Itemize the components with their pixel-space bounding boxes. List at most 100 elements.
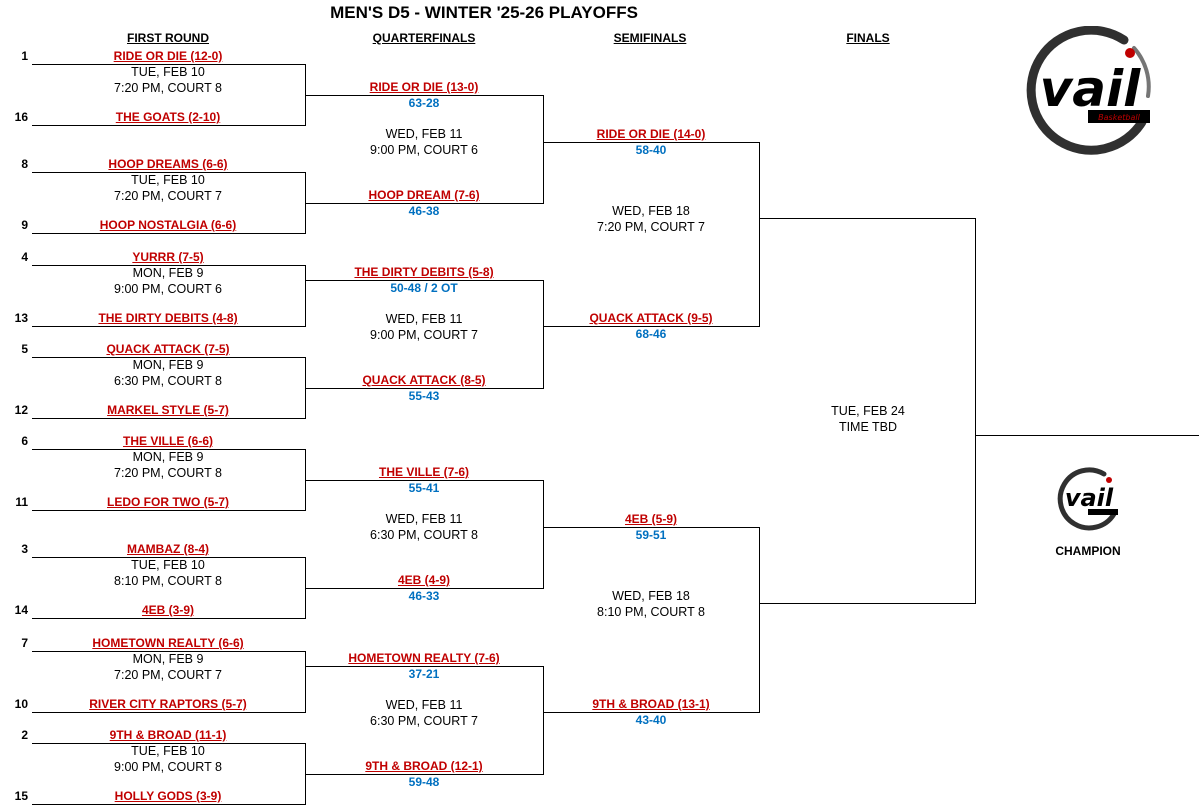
game-date: WED, FEB 11 bbox=[385, 512, 463, 526]
bracket-line bbox=[975, 435, 1199, 436]
bracket-line bbox=[305, 666, 544, 667]
game-score: 58-40 bbox=[635, 143, 667, 157]
team-name: HOMETOWN REALTY (6-6) bbox=[92, 636, 244, 650]
bracket-line bbox=[543, 95, 544, 204]
page-title: MEN'S D5 - WINTER '25-26 PLAYOFFS bbox=[330, 3, 638, 22]
bracket-line bbox=[543, 142, 760, 143]
team-name: THE GOATS (2-10) bbox=[115, 110, 221, 124]
game-date: MON, FEB 9 bbox=[132, 358, 204, 372]
final-game-time: TIME TBD bbox=[838, 419, 898, 434]
team-name: MARKEL STYLE (5-7) bbox=[107, 403, 229, 417]
vail-logo: vail Basketball bbox=[1026, 26, 1151, 155]
game-score: 55-43 bbox=[408, 389, 440, 403]
bracket-line bbox=[32, 172, 306, 173]
seed-number: 15 bbox=[14, 789, 28, 803]
bracket-line bbox=[759, 218, 976, 219]
game-score: 55-41 bbox=[408, 481, 440, 495]
bracket-line bbox=[32, 510, 306, 511]
game-date: WED, FEB 11 bbox=[385, 698, 463, 712]
game-score: 63-28 bbox=[408, 96, 440, 110]
logo-wordmark: vail bbox=[1040, 60, 1141, 118]
bracket-line bbox=[32, 618, 306, 619]
bracket-line bbox=[543, 326, 760, 327]
team-name: QUACK ATTACK (9-5) bbox=[589, 311, 713, 325]
seed-number: 14 bbox=[14, 603, 28, 617]
header-finals: FINALS bbox=[846, 31, 890, 45]
bracket-line bbox=[32, 265, 306, 266]
game-score: 46-33 bbox=[408, 589, 440, 603]
bracket-line bbox=[305, 480, 544, 481]
game-date: WED, FEB 18 bbox=[612, 204, 690, 218]
final-game-date: TUE, FEB 24 bbox=[831, 404, 905, 418]
team-name: HOOP DREAM (7-6) bbox=[368, 188, 480, 202]
bracket-line bbox=[32, 64, 306, 65]
bracket-line bbox=[32, 743, 306, 744]
bracket-line bbox=[305, 280, 544, 281]
game-time: 9:00 PM, COURT 7 bbox=[370, 327, 478, 342]
team-name: MAMBAZ (8-4) bbox=[127, 542, 209, 556]
team-name: 4EB (3-9) bbox=[141, 603, 194, 617]
bracket-line bbox=[32, 651, 306, 652]
game-score: 43-40 bbox=[635, 713, 667, 727]
game-time: 7:20 PM, COURT 7 bbox=[114, 188, 222, 203]
game-time: 7:20 PM, COURT 8 bbox=[114, 80, 222, 95]
game-score: 50-48 / 2 OT bbox=[390, 281, 458, 295]
game-date: MON, FEB 9 bbox=[132, 266, 204, 280]
team-name: 9TH & BROAD (12-1) bbox=[365, 759, 483, 773]
team-name: RIVER CITY RAPTORS (5-7) bbox=[89, 697, 247, 711]
game-score: 37-21 bbox=[408, 667, 440, 681]
header-semifinals: SEMIFINALS bbox=[613, 31, 687, 45]
seed-number: 2 bbox=[21, 728, 28, 742]
bracket-line bbox=[975, 218, 976, 604]
game-score: 68-46 bbox=[635, 327, 667, 341]
bracket-line bbox=[32, 804, 306, 805]
team-name: LEDO FOR TWO (5-7) bbox=[107, 495, 229, 509]
game-time: 9:00 PM, COURT 6 bbox=[114, 281, 222, 296]
game-date: TUE, FEB 10 bbox=[131, 173, 205, 187]
seed-number: 3 bbox=[21, 542, 28, 556]
team-name: QUACK ATTACK (7-5) bbox=[106, 342, 230, 356]
seed-number: 8 bbox=[21, 157, 28, 171]
game-date: MON, FEB 9 bbox=[132, 450, 204, 464]
header-first-round: FIRST ROUND bbox=[127, 31, 209, 45]
seed-number: 10 bbox=[14, 697, 28, 711]
seed-number: 12 bbox=[14, 403, 28, 417]
seed-number: 4 bbox=[21, 250, 28, 264]
team-name: RIDE OR DIE (13-0) bbox=[369, 80, 479, 94]
bracket-line bbox=[543, 712, 760, 713]
bracket-line bbox=[759, 527, 760, 713]
logo-subtext: Basketball bbox=[1098, 113, 1140, 122]
bracket-line bbox=[32, 712, 306, 713]
team-name: THE VILLE (6-6) bbox=[122, 434, 213, 448]
team-name: THE DIRTY DEBITS (4-8) bbox=[98, 311, 238, 325]
game-time: 6:30 PM, COURT 8 bbox=[370, 527, 478, 542]
team-name: YURRR (7-5) bbox=[132, 250, 204, 264]
seed-number: 6 bbox=[21, 434, 28, 448]
bracket-line bbox=[32, 449, 306, 450]
game-date: TUE, FEB 10 bbox=[131, 744, 205, 758]
bracket-line bbox=[32, 418, 306, 419]
team-name: RIDE OR DIE (12-0) bbox=[113, 49, 223, 63]
bracket-line bbox=[543, 280, 544, 389]
bracket-line bbox=[305, 388, 544, 389]
team-name: HOMETOWN REALTY (7-6) bbox=[348, 651, 500, 665]
team-name: HOOP DREAMS (6-6) bbox=[108, 157, 228, 171]
team-name: THE DIRTY DEBITS (5-8) bbox=[354, 265, 494, 279]
team-name: THE VILLE (7-6) bbox=[378, 465, 469, 479]
game-time: 8:10 PM, COURT 8 bbox=[597, 604, 705, 619]
champion-label: CHAMPION bbox=[1055, 544, 1121, 558]
game-time: 7:20 PM, COURT 7 bbox=[114, 667, 222, 682]
bracket-line bbox=[32, 125, 306, 126]
seed-number: 16 bbox=[14, 110, 28, 124]
bracket-line bbox=[305, 774, 544, 775]
bracket-line bbox=[759, 142, 760, 327]
